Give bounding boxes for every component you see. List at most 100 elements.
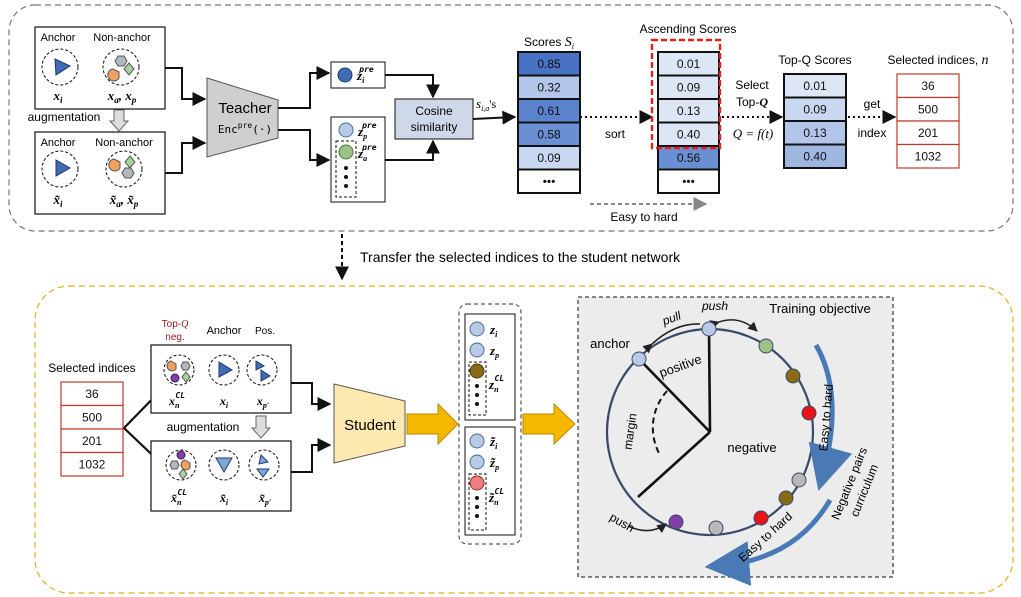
student-encoder: Student [333, 383, 406, 464]
hexagon-aug-icon [121, 167, 135, 179]
xtn-sup: CL [177, 488, 187, 497]
z-a-pre-label: z [357, 146, 364, 161]
anchor-triangle-aug-icon [55, 159, 72, 177]
svg-text:x̃i: x̃i [52, 192, 63, 209]
s-suffix: 's [489, 97, 496, 111]
svg-text:Encpre(·): Encpre(·) [218, 121, 272, 136]
augmentation-down-arrow-bottom [250, 415, 272, 439]
svg-text:z̃nCL: z̃nCL [488, 487, 504, 507]
select-line1: Select [735, 78, 769, 92]
s-sub: i,a [481, 104, 489, 113]
topq-score-value: 0.09 [803, 102, 827, 116]
original-sample-box: Anchor Non-anchor xi xa, xp [34, 26, 166, 110]
anchor-point [631, 351, 647, 367]
teacher-encoder: Teacher Encpre(·) [206, 77, 279, 158]
bottom-panel-frame [34, 285, 1014, 594]
ascending-score-value: 0.40 [677, 127, 701, 141]
selected-index-top-cell [896, 143, 960, 169]
neg-purple-dot [170, 373, 180, 383]
arrow-aug-to-teacher [165, 136, 207, 174]
augmented-sample-box: Anchor Non-anchor x̃i x̃a, x̃p [34, 131, 166, 215]
margin-label: margin [621, 412, 640, 450]
curriculum-arrow-right [808, 343, 853, 492]
z-i-pre-sup: pre [358, 65, 374, 74]
arrow-teacher-to-zpa [278, 129, 331, 167]
z-i-pre-dot [337, 67, 353, 83]
teacher-enc: Enc [218, 123, 238, 136]
cosine-similarity-box: Cosine similarity [394, 98, 474, 140]
svg-text:si,a's: si,a's [476, 96, 496, 113]
easy-to-hard-right: Easy to hard [816, 383, 836, 451]
xt-i-label: x̃ [52, 192, 60, 207]
pull-arrow [642, 323, 701, 354]
index-label: index [858, 126, 887, 140]
selected-index-bottom-cell [60, 451, 124, 477]
topq-score-value: 0.01 [803, 79, 827, 93]
selected-index-top-value: 201 [918, 126, 938, 140]
cosine-line1: Cosine [415, 104, 453, 118]
negative-point-olive-1 [785, 368, 801, 384]
selected-index-top-value: 500 [918, 102, 938, 116]
objective-title: Training objective [769, 301, 870, 316]
x-i-sub: i [60, 95, 63, 105]
q-formula: Q = f(t) [733, 126, 774, 141]
yellow-arrow-to-embeddings [406, 402, 459, 446]
ascending-score-value: ••• [682, 174, 695, 188]
margin-arc [651, 390, 668, 456]
teacher-enc-arg: (·) [252, 123, 272, 136]
ascending-title: Ascending Scores [640, 22, 737, 36]
svg-text:xi: xi [219, 394, 229, 410]
scores-column: 0.850.320.610.580.09••• [517, 51, 581, 194]
z-i-pre-box: zipre [330, 61, 386, 89]
line-center-to-negative [637, 431, 711, 498]
xn-sup: CL [175, 391, 185, 400]
topq-neg-line2: neg. [165, 332, 184, 343]
xi-sub-student: i [226, 401, 229, 410]
student-original-box: Top-Q neg. Anchor Pos. xnCL xi xp′ [150, 319, 292, 414]
svg-text:xa, xp: xa, xp [107, 88, 137, 105]
negative-point-red-2 [753, 510, 769, 526]
negative-point-olive-2 [778, 490, 794, 506]
scores-symbol-sub: i [572, 42, 574, 51]
push-top-label: push [701, 299, 728, 313]
selected-title-bottom: Selected indices [48, 361, 135, 375]
xt-p-sub: p [133, 199, 139, 209]
emb-zp-sub: p [494, 351, 499, 360]
selected-index-bottom-value: 36 [85, 387, 99, 401]
aug-student-anchor-triangle-icon [215, 457, 233, 474]
non-anchor-label-aug: Non-anchor [95, 137, 153, 149]
topq-score-value: 0.40 [803, 149, 827, 163]
emb-ztp-dot [469, 454, 485, 470]
top-panel-frame [8, 4, 1014, 232]
aug-neg-hex-icon [169, 460, 180, 470]
anchor-label: Anchor [41, 32, 76, 44]
line-center-to-positive [707, 329, 712, 433]
emb-ztn-sub: n [494, 498, 499, 507]
emb-zn-sub: n [494, 385, 499, 394]
hexagon-icon [114, 55, 128, 67]
svg-text:x̃i: x̃i [219, 491, 229, 507]
easy-to-hard-top: Easy to hard [610, 210, 677, 224]
score-value: 0.61 [537, 104, 561, 118]
select-q: Q [759, 95, 768, 109]
z-p-pre-label: z [357, 124, 364, 139]
ascending-score-value: 0.01 [677, 57, 701, 71]
arrow-zi-to-cosine [385, 74, 440, 99]
svg-text:zipre: zipre [356, 65, 374, 85]
aug-neg-pacman-icon [180, 459, 191, 471]
push-arrow-top [709, 319, 758, 332]
topq-title: Top-Q Scores [778, 53, 851, 67]
z-a-pre-sub: a [363, 154, 367, 163]
z-a-pre-sup: pre [361, 143, 377, 152]
selected-index-bottom-value: 1032 [79, 457, 106, 471]
arrow-orig-to-student [291, 382, 332, 411]
emb-ztn-dot [469, 475, 485, 491]
svg-text:z̃p: z̃p [489, 455, 499, 472]
topq-score-value: 0.13 [803, 126, 827, 140]
selected-symbol: n [982, 53, 989, 68]
negative-point-gray-2 [708, 520, 724, 536]
xti-sub: i [226, 498, 229, 507]
student-augmented-box: x̃nCL x̃i x̃p′ [150, 440, 292, 512]
